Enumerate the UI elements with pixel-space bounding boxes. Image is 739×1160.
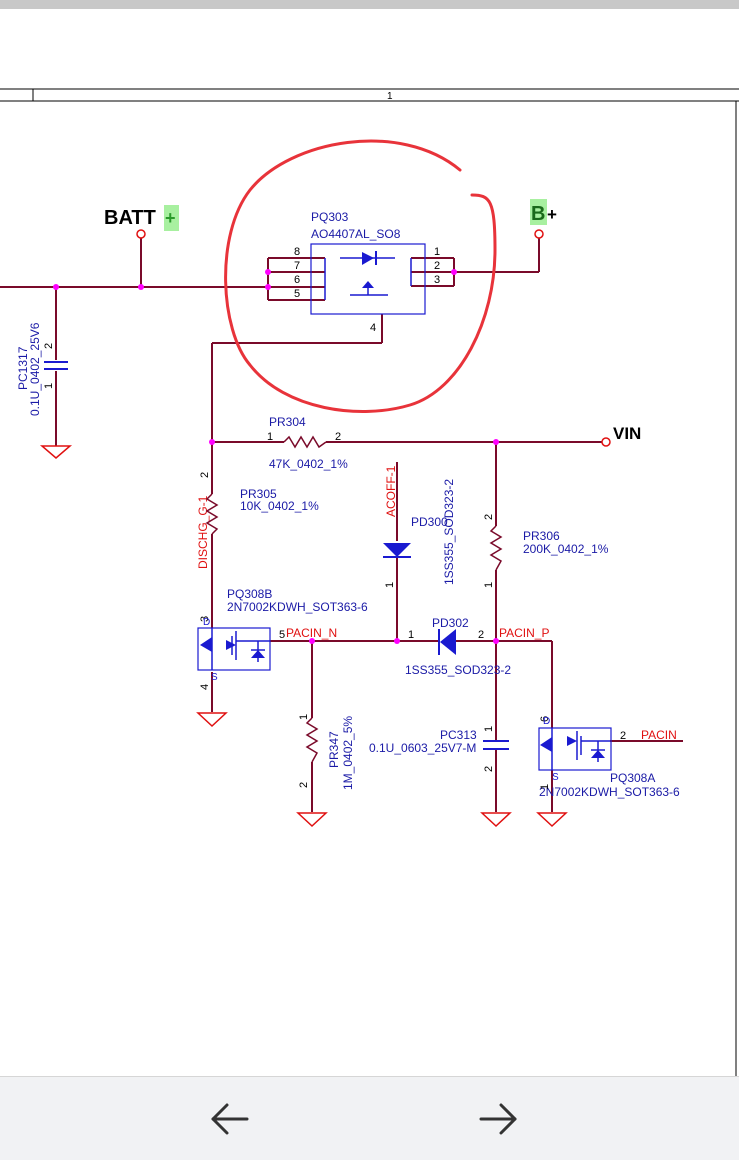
- pq303-pin7: 7: [294, 260, 300, 272]
- pr347-pin1: 1: [298, 714, 310, 720]
- net-pacin-p: PACIN_P: [499, 626, 549, 640]
- pq308b-value: 2N7002KDWH_SOT363-6: [227, 600, 368, 614]
- pc313-capacitor[interactable]: PC313 0.1U_0603_25V7-M 1 2: [369, 726, 509, 772]
- pq303-pin5: 5: [294, 288, 300, 300]
- pr304-value: 47K_0402_1%: [269, 457, 348, 471]
- pq303-mosfet[interactable]: PQ303 AO4407AL_SO8 8 7 6 5 1 2 3 4: [294, 210, 440, 334]
- pr347-pin2: 2: [298, 782, 310, 788]
- pr304-pin1: 1: [267, 431, 273, 443]
- pq303-ref: PQ303: [311, 210, 349, 224]
- pq308b-pin3: 3: [199, 616, 211, 622]
- pq303-pin6: 6: [294, 274, 300, 286]
- ground-symbols: [39, 445, 568, 828]
- pr306-pin2: 2: [483, 514, 495, 520]
- pd300-diode[interactable]: PD300 1SS355_SOD323-2 1: [383, 479, 456, 588]
- pq308a-pin2: 2: [620, 730, 626, 742]
- pd302-diode[interactable]: PD302 1SS355_SOD323-2 1 2: [405, 616, 511, 677]
- schematic-canvas: 1: [0, 88, 739, 1076]
- pq308a-pin1: 1: [539, 784, 551, 790]
- pr304-ref: PR304: [269, 415, 306, 429]
- pq308a-mosfet[interactable]: PQ308A 2N7002KDWH_SOT363-6 6 2 1 D S: [538, 716, 680, 799]
- pq303-pin3: 3: [434, 274, 440, 286]
- pd300-ref: PD300: [411, 515, 448, 529]
- bottom-navigation-bar: [0, 1076, 739, 1160]
- net-dischg: DISCHG_G-1: [196, 495, 210, 569]
- pq303-pin2: 2: [434, 260, 440, 272]
- net-vin: VIN: [613, 424, 641, 443]
- pr347-resistor[interactable]: PR347 1M_0402_5% 1 2: [298, 714, 355, 790]
- net-batt-plus: +: [165, 208, 176, 228]
- arrow-left-icon: [211, 1103, 249, 1135]
- pq308b-pin5: 5: [279, 629, 285, 641]
- batt-plus-highlight: [164, 205, 179, 231]
- terminals: [136, 229, 611, 447]
- top-status-bar: [0, 0, 739, 9]
- prev-page-button[interactable]: [200, 1099, 260, 1139]
- pq308a-d: D: [543, 716, 550, 727]
- junctions: [53, 269, 499, 644]
- pr305-ref: PR305: [240, 487, 277, 501]
- top-blank-area: [0, 9, 739, 89]
- annotation-circle: [224, 139, 497, 414]
- pc1317-capacitor[interactable]: PC1317 0.1U_0402_25V6 2 1: [16, 322, 68, 416]
- pq303-value: AO4407AL_SO8: [311, 227, 401, 241]
- schematic-sheet[interactable]: 1: [0, 88, 739, 1076]
- sheet-frame: 1: [0, 88, 739, 1076]
- pq303-pin1: 1: [434, 246, 440, 258]
- pq308a-s: S: [552, 772, 559, 783]
- pr347-value: 1M_0402_5%: [341, 716, 355, 790]
- pc313-value: 0.1U_0603_25V7-M: [369, 741, 476, 755]
- pq308a-value: 2N7002KDWH_SOT363-6: [539, 785, 680, 799]
- pr347-ref: PR347: [327, 731, 341, 768]
- net-bplus-b: B: [531, 203, 545, 225]
- pr305-value: 10K_0402_1%: [240, 499, 319, 513]
- next-page-button[interactable]: [468, 1099, 528, 1139]
- pc1317-ref: PC1317: [16, 346, 30, 390]
- pq308b-mosfet[interactable]: PQ308B 2N7002KDWH_SOT363-6 3 5 4 D S: [197, 587, 368, 690]
- pr306-value: 200K_0402_1%: [523, 542, 609, 556]
- pd302-value: 1SS355_SOD323-2: [405, 663, 511, 677]
- pc313-ref: PC313: [440, 728, 477, 742]
- pq308b-s: S: [211, 672, 218, 683]
- net-batt: BATT: [104, 207, 156, 229]
- pq308a-pin6: 6: [539, 716, 551, 722]
- pq308b-ref: PQ308B: [227, 587, 272, 601]
- pd302-pin1: 1: [408, 629, 414, 641]
- pc313-pin2: 2: [483, 766, 495, 772]
- net-pacin-n: PACIN_N: [286, 626, 337, 640]
- pd302-ref: PD302: [432, 616, 469, 630]
- pr305-pin2: 2: [199, 472, 211, 478]
- bplus-highlight: [530, 199, 547, 225]
- column-label: 1: [387, 91, 393, 102]
- pd302-pin2: 2: [478, 629, 484, 641]
- pr304-pin2: 2: [335, 431, 341, 443]
- pq308a-ref: PQ308A: [610, 771, 655, 785]
- pq303-pin8: 8: [294, 246, 300, 258]
- pc1317-pin2: 2: [43, 343, 55, 349]
- pc1317-value: 0.1U_0402_25V6: [28, 322, 42, 416]
- arrow-right-icon: [479, 1103, 517, 1135]
- pr305-resistor[interactable]: PR305 10K_0402_1% 2: [199, 472, 319, 535]
- pc1317-pin1: 1: [43, 383, 55, 389]
- pq308b-d: D: [203, 617, 210, 628]
- pr306-resistor[interactable]: PR306 200K_0402_1% 2 1: [483, 514, 609, 588]
- pr306-pin1: 1: [483, 582, 495, 588]
- pr304-resistor[interactable]: PR304 47K_0402_1% 1 2: [267, 415, 348, 471]
- pc313-pin1: 1: [483, 726, 495, 732]
- pq308b-pin4: 4: [199, 684, 211, 690]
- net-bplus-plus: +: [547, 205, 557, 224]
- pd300-pin1: 1: [384, 582, 396, 588]
- net-acoff: ACOFF-1: [384, 465, 398, 517]
- pr306-ref: PR306: [523, 529, 560, 543]
- pq303-pin4: 4: [370, 322, 376, 334]
- net-pacin: PACIN: [641, 728, 677, 742]
- pd300-value: 1SS355_SOD323-2: [442, 479, 456, 585]
